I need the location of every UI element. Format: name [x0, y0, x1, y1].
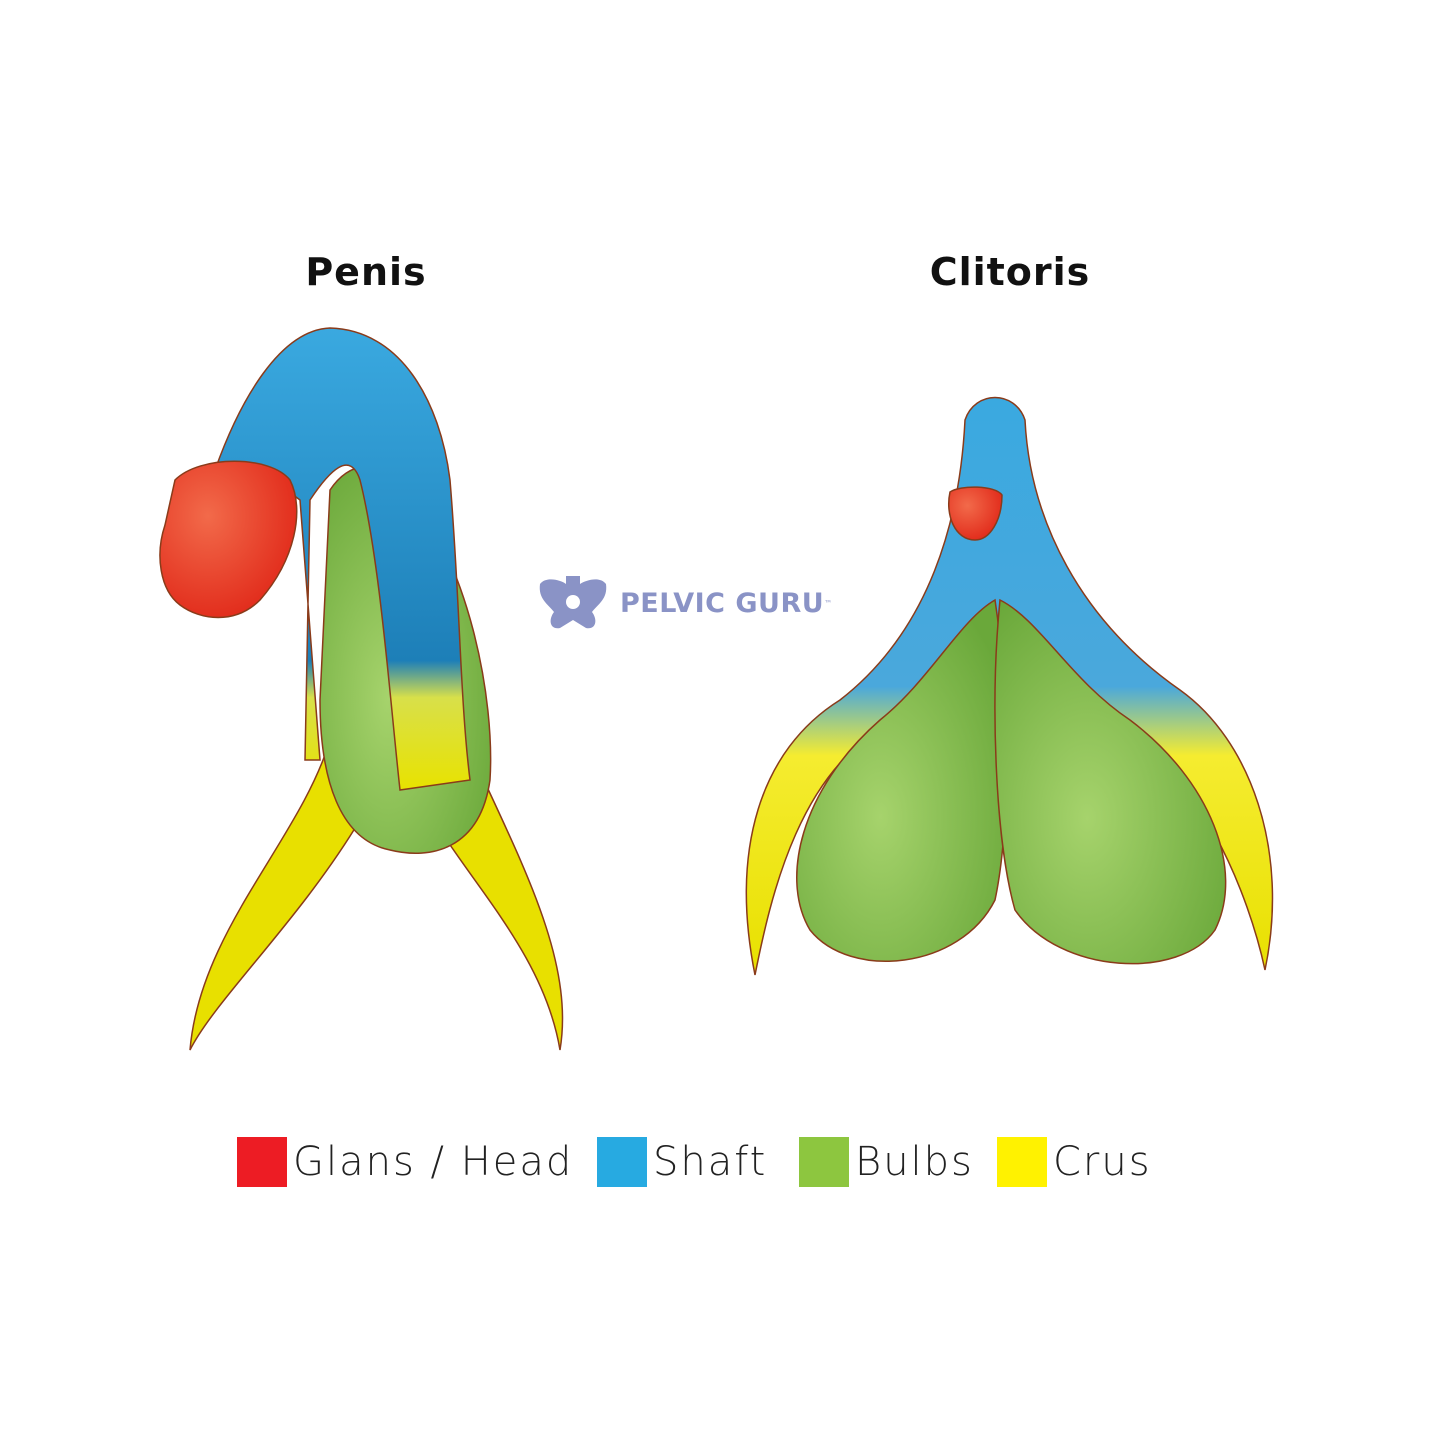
legend-swatch-red: [237, 1137, 287, 1187]
penis-crus-left: [189, 737, 361, 1051]
pelvis-icon: [539, 576, 607, 629]
legend-label: Crus: [1053, 1139, 1152, 1185]
logo-text: PELVIC GURU: [620, 587, 825, 619]
legend-label: Glans / Head: [293, 1139, 574, 1185]
legend-swatch-blue: [597, 1137, 647, 1187]
clitoris-title: Clitoris: [929, 250, 1091, 294]
pelvic-guru-logo: PELVIC GURU ™: [536, 574, 832, 632]
legend-item-bulbs: Bulbs: [799, 1137, 974, 1187]
legend-label: Bulbs: [855, 1139, 974, 1185]
legend-label: Shaft: [653, 1139, 768, 1185]
penis-glans: [159, 460, 298, 619]
clitoris-diagram: [745, 396, 1274, 976]
clitoris-glans: [948, 486, 1003, 541]
legend-item-glans: Glans / Head: [237, 1137, 573, 1187]
penis-diagram: [159, 327, 564, 1051]
clitoris-bulb-right: [994, 598, 1227, 965]
penis-shaft: [213, 327, 471, 791]
legend-swatch-green: [799, 1137, 849, 1187]
trademark: ™: [824, 598, 833, 608]
legend-item-crus: Crus: [997, 1137, 1152, 1187]
legend-swatch-yellow: [997, 1137, 1047, 1187]
penis-title: Penis: [305, 250, 427, 294]
legend-item-shaft: Shaft: [597, 1137, 767, 1187]
